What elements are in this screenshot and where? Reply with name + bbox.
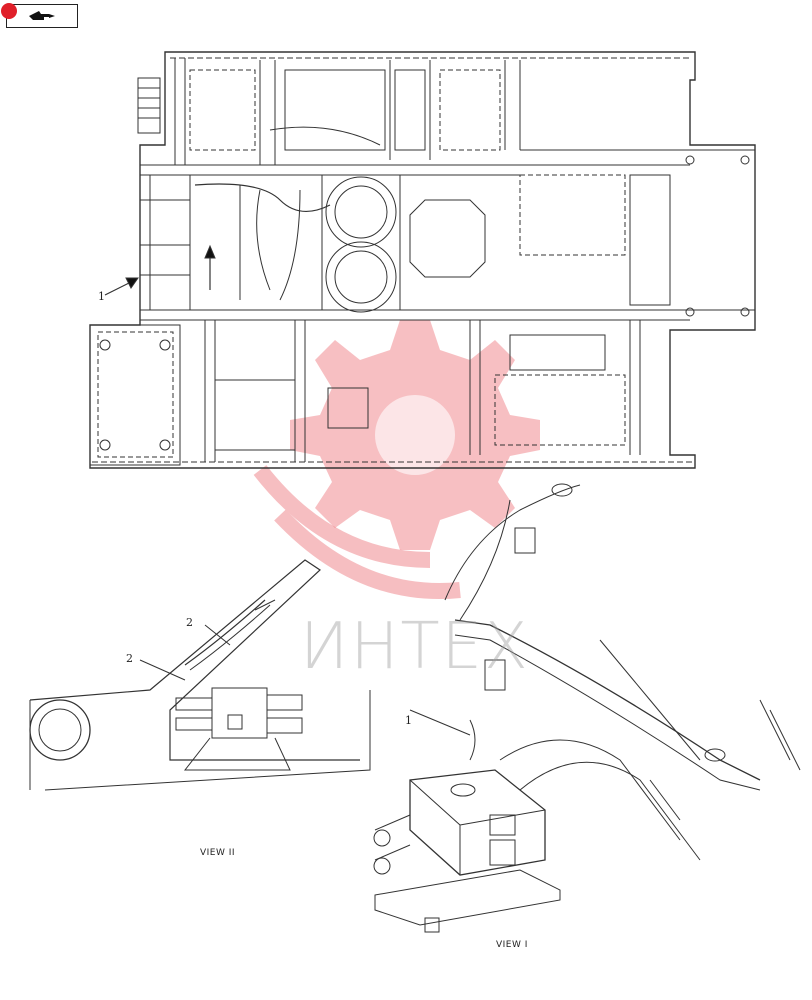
view1-label: VIEW I — [496, 940, 528, 950]
nav-badge — [1, 3, 17, 19]
callout-2-a: 2 — [186, 616, 193, 629]
callout-1-view1: 1 — [405, 714, 412, 727]
callout-2-b: 2 — [126, 652, 133, 665]
callout-1-top: 1 — [98, 290, 105, 303]
view2-label: VIEW II — [200, 848, 236, 858]
watermark-text: ИНТЕХ — [300, 610, 530, 684]
hand-pointer-icon — [29, 11, 55, 20]
nav-button[interactable] — [1, 3, 78, 28]
